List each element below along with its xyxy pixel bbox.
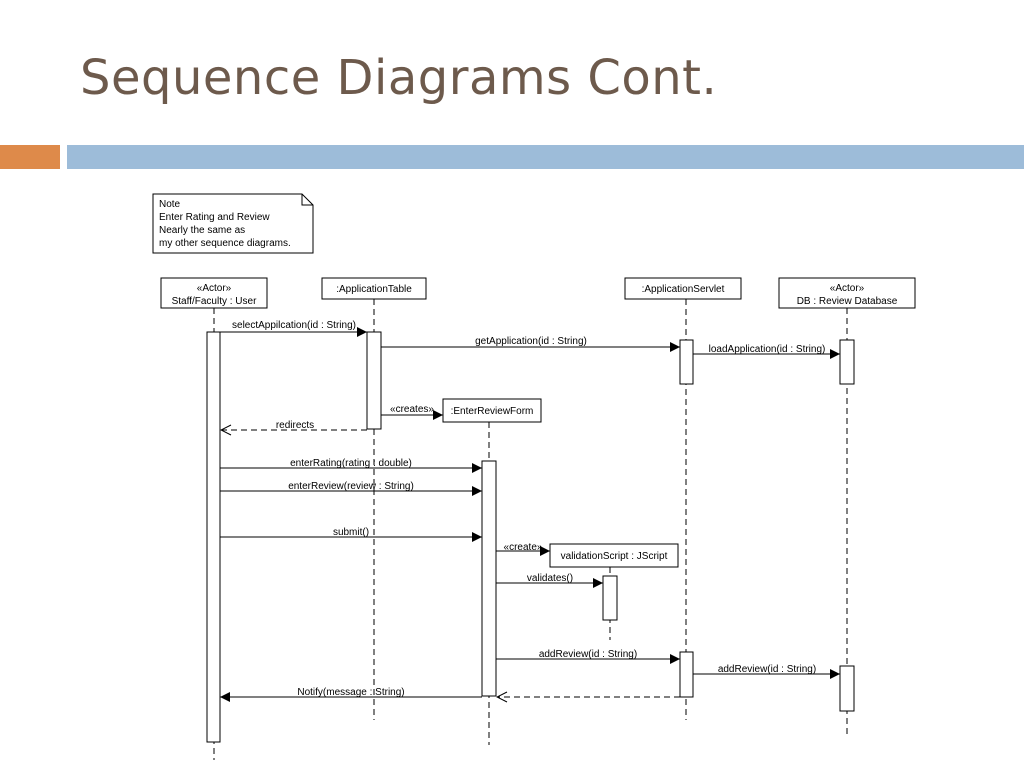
lifeline-name: :ApplicationServlet — [642, 284, 725, 295]
message-label: loadApplication(id : String) — [709, 344, 826, 355]
accent-bar-orange — [0, 145, 60, 169]
lifeline-name: :EnterReviewForm — [451, 406, 534, 417]
message-label: «creates» — [390, 404, 434, 415]
activation-user — [206, 331, 221, 743]
note-line: Nearly the same as — [159, 225, 245, 236]
note-line: Enter Rating and Review — [159, 212, 270, 223]
message-label: getApplication(id : String) — [475, 336, 587, 347]
lifeline-head-form: :EnterReviewForm — [442, 398, 542, 423]
message-label: selectAppilcation(id : String) — [232, 320, 356, 331]
message-label: validates() — [527, 573, 573, 584]
message-label: enterRating(rating : double) — [290, 458, 412, 469]
activation-db-2 — [839, 665, 855, 712]
lifeline-name: DB : Review Database — [797, 296, 898, 307]
lifeline-name: :ApplicationTable — [336, 284, 412, 295]
activation-form — [481, 460, 497, 697]
lifeline-head-servlet: :ApplicationServlet — [624, 277, 742, 300]
message-label: redirects — [276, 420, 314, 431]
message-label: Notify(message : String) — [297, 687, 404, 698]
lifeline-head-user: «Actor» Staff/Faculty : User — [160, 277, 268, 309]
note: Note Enter Rating and Review Nearly the … — [152, 193, 314, 254]
activation-table — [366, 331, 382, 430]
lifeline-head-db: «Actor» DB : Review Database — [778, 277, 916, 309]
lifeline-name: Staff/Faculty : User — [172, 296, 258, 307]
note-line: Note — [159, 199, 181, 210]
note-line: my other sequence diagrams. — [159, 238, 291, 249]
activation-servlet — [679, 339, 694, 385]
message-label: addReview(id : String) — [718, 664, 816, 675]
message-label: submit() — [333, 527, 369, 538]
activation-servlet-2 — [679, 651, 694, 698]
activation-script — [602, 575, 618, 621]
lifeline-stereotype: «Actor» — [197, 283, 232, 294]
message-label: addReview(id : String) — [539, 649, 637, 660]
lifeline-head-script: validationScript : JScript — [549, 543, 679, 568]
message-label: «create» — [504, 542, 543, 553]
lifeline-stereotype: «Actor» — [830, 283, 865, 294]
lifeline-head-table: :ApplicationTable — [321, 277, 427, 300]
lifeline-name: validationScript : JScript — [561, 551, 668, 562]
header-bar-blue — [67, 145, 1024, 169]
slide-title: Sequence Diagrams Cont. — [80, 50, 718, 106]
message-label: enterReview(review : String) — [288, 481, 414, 492]
activation-db — [839, 339, 855, 385]
